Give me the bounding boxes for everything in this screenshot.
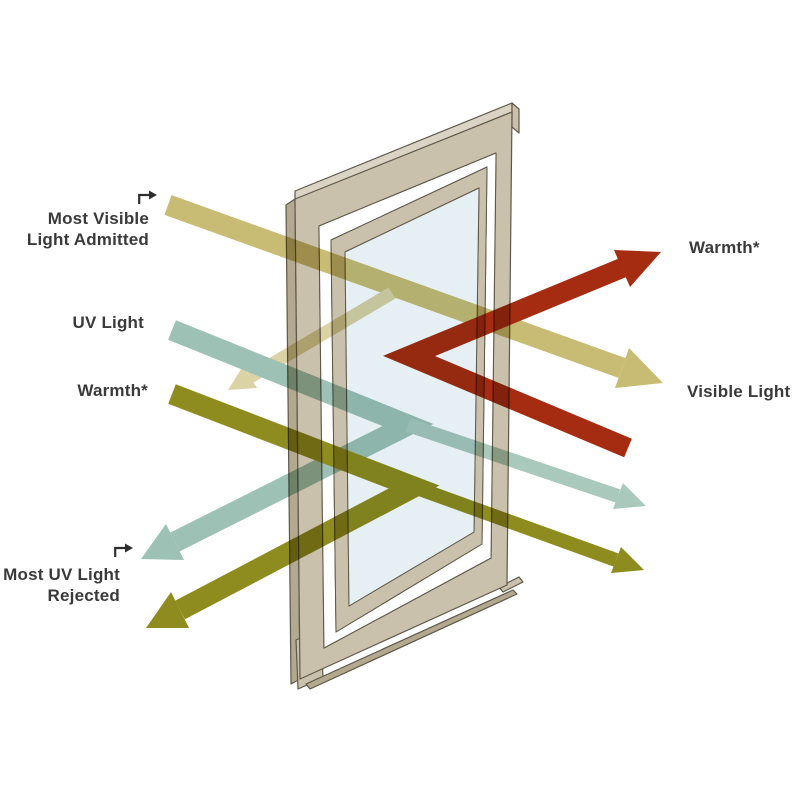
ray-warmth-transmitted xyxy=(411,480,619,567)
light-rays xyxy=(141,195,663,628)
label-most-uv-rejected: Most UV Light Rejected xyxy=(3,564,120,606)
arrowhead-warmth-rejected xyxy=(146,592,189,628)
arrowhead-uv-rejected xyxy=(141,524,184,560)
label-line: Light Admitted xyxy=(26,230,149,249)
arrowhead-visible-reflected xyxy=(228,366,257,390)
ray-uv-transmitted xyxy=(405,418,621,503)
label-warmth-reflected: Warmth* xyxy=(689,238,760,257)
label-line: Most Visible xyxy=(47,209,149,228)
arrowhead-visible-light xyxy=(615,348,663,388)
window-bottom-back-strip xyxy=(305,589,518,690)
label-visible-light: Visible Light xyxy=(687,382,791,401)
label-most-visible-light-admitted: Most Visible Light Admitted xyxy=(27,208,149,250)
window-sill-extension xyxy=(498,576,524,593)
arrowhead-uv-transmitted xyxy=(613,483,646,509)
label-uv-light: UV Light xyxy=(72,313,144,332)
label-warmth-incoming: Warmth* xyxy=(77,381,148,400)
arrowhead-warmth-interior xyxy=(614,250,661,287)
window-top-end-cap xyxy=(511,102,520,134)
return-arrow-icon xyxy=(137,190,158,210)
arrowhead-warmth-transmitted xyxy=(611,547,644,573)
ray-warmth-interior xyxy=(382,258,632,458)
ray-visible-light xyxy=(164,195,626,378)
label-line: Most UV Light xyxy=(3,565,120,584)
label-line: Rejected xyxy=(47,586,120,605)
return-arrow-icon xyxy=(113,543,134,563)
